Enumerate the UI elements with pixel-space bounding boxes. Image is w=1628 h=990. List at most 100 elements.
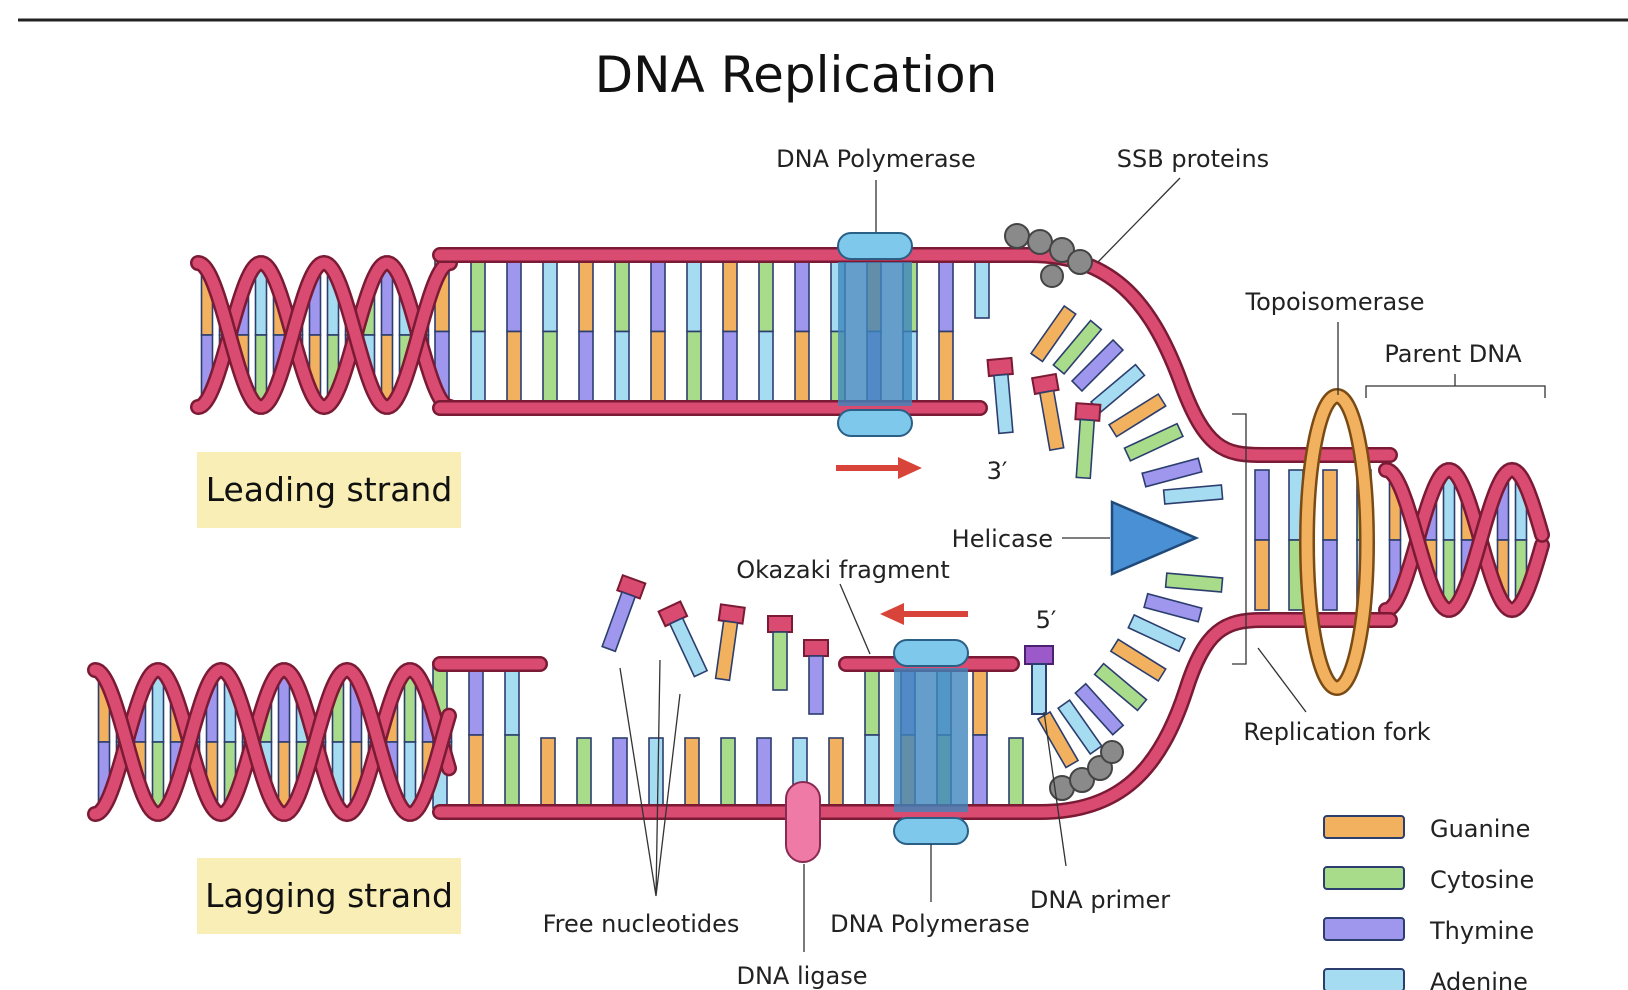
unpaired-base	[1093, 662, 1148, 712]
base-pair	[578, 330, 594, 406]
legend-swatch	[1323, 815, 1405, 839]
unpaired-base	[1074, 682, 1125, 736]
base-pair	[542, 330, 558, 406]
lagging-direction-arrow	[880, 603, 968, 625]
label-dna-polymerase-bottom: DNA Polymerase	[830, 910, 1030, 938]
unpaired-base	[576, 737, 592, 809]
label-dna-polymerase-top: DNA Polymerase	[776, 145, 976, 173]
base-pair	[758, 257, 774, 333]
label-replication-fork: Replication fork	[1243, 718, 1430, 746]
base-pair	[938, 257, 954, 333]
base-pair	[506, 330, 522, 406]
label-three-prime: 3′	[987, 457, 1008, 485]
unpaired-base	[974, 257, 990, 319]
label-dna-ligase: DNA ligase	[736, 962, 867, 990]
dna-polymerase-lagging	[893, 639, 969, 845]
unpaired-base	[1127, 613, 1187, 653]
base-pair	[938, 330, 954, 406]
nucleotide-base	[668, 617, 709, 678]
unpaired-base	[720, 737, 736, 809]
free-nucleotide	[1030, 372, 1065, 452]
unpaired-base	[1052, 319, 1103, 376]
legend-label: Thymine	[1429, 917, 1534, 945]
legend-swatch	[1323, 866, 1405, 890]
free-nucleotide	[803, 639, 829, 715]
backbone-strand	[1380, 464, 1548, 616]
label-ssb-proteins: SSB proteins	[1117, 145, 1269, 173]
base-pair	[614, 330, 630, 406]
backbone-layer	[87, 247, 1550, 823]
base-pair	[722, 257, 738, 333]
helicase-enzyme	[1110, 500, 1200, 576]
base-pair	[972, 734, 988, 809]
label-okazaki-fragment: Okazaki fragment	[736, 556, 950, 584]
unpaired-base	[828, 737, 844, 809]
unpaired-base	[1123, 422, 1185, 462]
free-nucleotide	[714, 603, 746, 682]
base-pair	[468, 734, 484, 809]
unpaired-base	[1162, 484, 1224, 505]
nucleotide-base	[601, 590, 637, 653]
free-nucleotide-layer	[601, 356, 1102, 715]
base-pair	[650, 257, 666, 333]
unpaired-base	[1108, 392, 1167, 438]
unpaired-base	[756, 737, 772, 809]
nucleotide-base	[993, 373, 1014, 435]
free-nucleotide	[601, 573, 647, 653]
unpaired-base	[1008, 737, 1024, 809]
base-pair	[470, 330, 486, 406]
backbone-strand	[89, 664, 455, 820]
label-dna-primer: DNA primer	[1030, 886, 1170, 914]
legend-label: Cytosine	[1430, 866, 1534, 894]
legend-swatch	[1323, 917, 1405, 941]
label-free-nucleotides: Free nucleotides	[543, 910, 740, 938]
lagging-strand-box	[197, 858, 461, 934]
unpaired-base	[612, 737, 628, 809]
unpaired-base	[1109, 638, 1167, 683]
dna-polymerase-leading	[837, 232, 913, 437]
dna-ligase-enzyme	[785, 781, 821, 863]
unpaired-base	[1057, 698, 1103, 756]
nucleotide-phosphate	[1030, 372, 1060, 396]
base-pair	[504, 734, 520, 809]
unpaired-base	[1143, 592, 1203, 623]
unpaired-base	[1164, 572, 1224, 593]
legend-swatch	[1323, 968, 1405, 990]
leading-direction-arrow	[836, 457, 922, 479]
free-nucleotide	[657, 600, 709, 678]
label-parent-dna: Parent DNA	[1384, 340, 1522, 368]
unpaired-base	[540, 737, 556, 809]
free-nucleotide	[767, 615, 793, 691]
backbone-strand	[190, 254, 458, 415]
unpaired-base	[1141, 457, 1203, 488]
nucleotide-base	[714, 620, 739, 682]
base-pair	[506, 257, 522, 333]
topoisomerase-ring	[1299, 388, 1375, 696]
nucleotide-phosphate	[717, 603, 746, 625]
nucleotide-base	[1038, 389, 1065, 452]
base-pair	[758, 330, 774, 406]
base-pair	[650, 330, 666, 406]
nucleotide-phosphate	[803, 639, 829, 657]
base-pair	[794, 257, 810, 333]
unpaired-base	[648, 737, 664, 809]
base-pair	[614, 257, 630, 333]
label-topoisomerase: Topoisomerase	[1244, 288, 1424, 316]
base-pair	[864, 734, 880, 809]
base-pair	[578, 257, 594, 333]
unpaired-base	[1029, 304, 1077, 363]
base-pair	[722, 330, 738, 406]
nucleotide-phosphate	[767, 615, 793, 633]
base-pair	[686, 330, 702, 406]
backbone-strand	[434, 614, 1396, 818]
base-pair	[504, 661, 520, 736]
base-pair	[794, 330, 810, 406]
nucleotide-base	[808, 655, 824, 715]
base-pair	[864, 661, 880, 736]
diagram-title: DNA Replication	[595, 46, 998, 104]
nucleotide-phosphate	[1074, 402, 1102, 422]
unpaired-base	[684, 737, 700, 809]
legend-label: Adenine	[1430, 968, 1528, 990]
